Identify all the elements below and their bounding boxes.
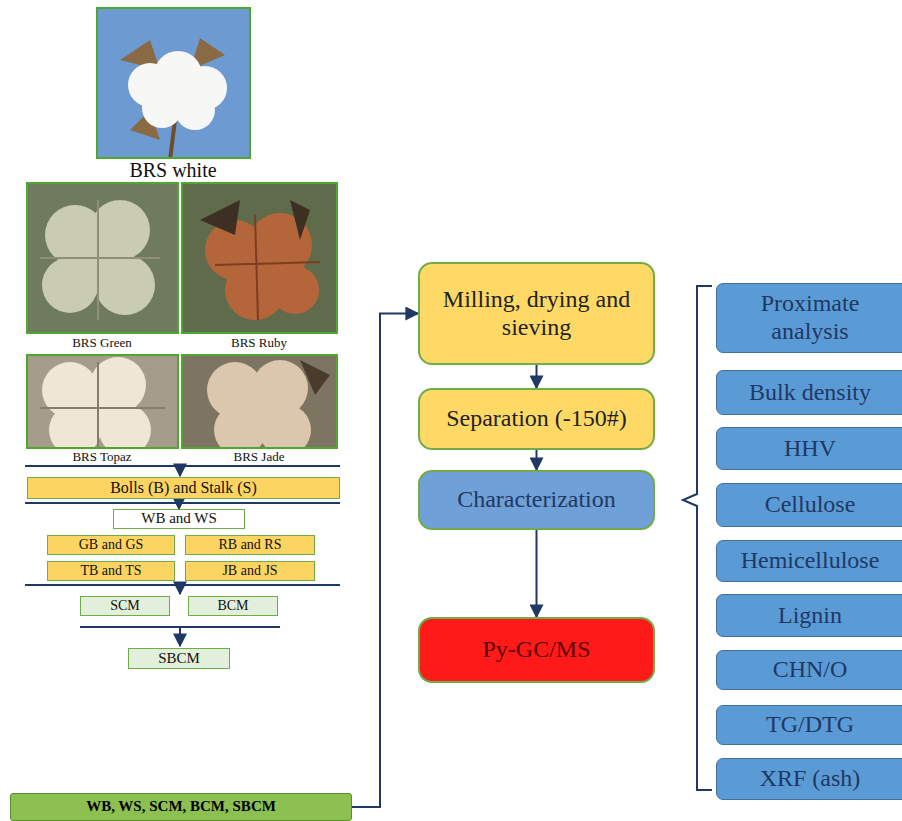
node-text: Characterization xyxy=(457,486,616,514)
sample-box: TB and TS xyxy=(47,561,175,581)
analysis-box: Hemicellulose xyxy=(716,540,902,582)
node-text: TB and TS xyxy=(80,563,141,579)
node-text: SBCM xyxy=(158,650,200,667)
process-box: Characterization xyxy=(418,470,655,530)
node-text: CHN/O xyxy=(773,656,848,684)
flow-arrow xyxy=(352,314,418,808)
analysis-box: Proximate analysis xyxy=(716,283,902,353)
flow-arrow xyxy=(178,499,180,509)
flow-arrow xyxy=(536,530,538,617)
sample-box: WB, WS, SCM, BCM, SBCM xyxy=(10,793,352,821)
cotton-photo xyxy=(182,355,337,448)
node-text: Proximate analysis xyxy=(731,290,889,345)
node-text: Separation (-150#) xyxy=(446,405,627,433)
node-text: RB and RS xyxy=(218,537,281,553)
sample-box: SBCM xyxy=(128,648,230,669)
node-text: Bolls (B) and Stalk (S) xyxy=(110,479,257,497)
photo-caption: BRS Jade xyxy=(234,449,285,465)
photo-caption: BRS Topaz xyxy=(72,449,131,465)
node-text: HHV xyxy=(784,435,836,463)
node-text: JB and JS xyxy=(222,563,277,579)
analysis-box: Bulk density xyxy=(716,370,902,415)
process-box: Py-GC/MS xyxy=(418,617,655,683)
node-text: Milling, drying and sieving xyxy=(434,286,639,341)
analysis-box: Lignin xyxy=(716,594,902,637)
node-text: BCM xyxy=(217,598,248,614)
node-text: Lignin xyxy=(778,602,842,630)
cotton-photo xyxy=(182,183,337,333)
analysis-box: TG/DTG xyxy=(716,705,902,745)
photo-caption: BRS Ruby xyxy=(231,335,287,351)
node-text: Hemicellulose xyxy=(741,547,880,575)
sample-box: WB and WS xyxy=(113,509,245,529)
cotton-photo xyxy=(97,8,250,158)
sample-box: RB and RS xyxy=(185,535,315,555)
sample-box: SCM xyxy=(80,596,170,616)
bracket xyxy=(683,286,712,790)
node-text: TG/DTG xyxy=(766,711,854,739)
photo-caption: BRS white xyxy=(129,159,216,182)
analysis-box: Cellulose xyxy=(716,483,902,527)
cotton-photo xyxy=(27,355,178,448)
flow-arrow xyxy=(536,365,538,388)
node-text: Bulk density xyxy=(749,379,871,407)
node-text: Cellulose xyxy=(765,491,856,519)
sample-box: Bolls (B) and Stalk (S) xyxy=(27,477,340,499)
node-text: GB and GS xyxy=(79,537,144,553)
sample-box: GB and GS xyxy=(47,535,175,555)
separator-rule xyxy=(25,466,340,646)
node-text: XRF (ash) xyxy=(760,765,861,793)
node-text: Py-GC/MS xyxy=(482,636,590,664)
flow-arrow xyxy=(536,450,538,470)
cotton-photo xyxy=(27,183,178,333)
analysis-box: HHV xyxy=(716,427,902,470)
process-box: Separation (-150#) xyxy=(418,388,655,450)
analysis-box: CHN/O xyxy=(716,650,902,690)
photo-caption: BRS Green xyxy=(72,335,132,351)
node-text: WB and WS xyxy=(141,510,217,527)
process-box: Milling, drying and sieving xyxy=(418,262,655,365)
sample-box: BCM xyxy=(188,596,278,616)
analysis-box: XRF (ash) xyxy=(716,758,902,800)
sample-box: JB and JS xyxy=(185,561,315,581)
node-text: WB, WS, SCM, BCM, SBCM xyxy=(86,798,276,815)
node-text: SCM xyxy=(110,598,140,614)
